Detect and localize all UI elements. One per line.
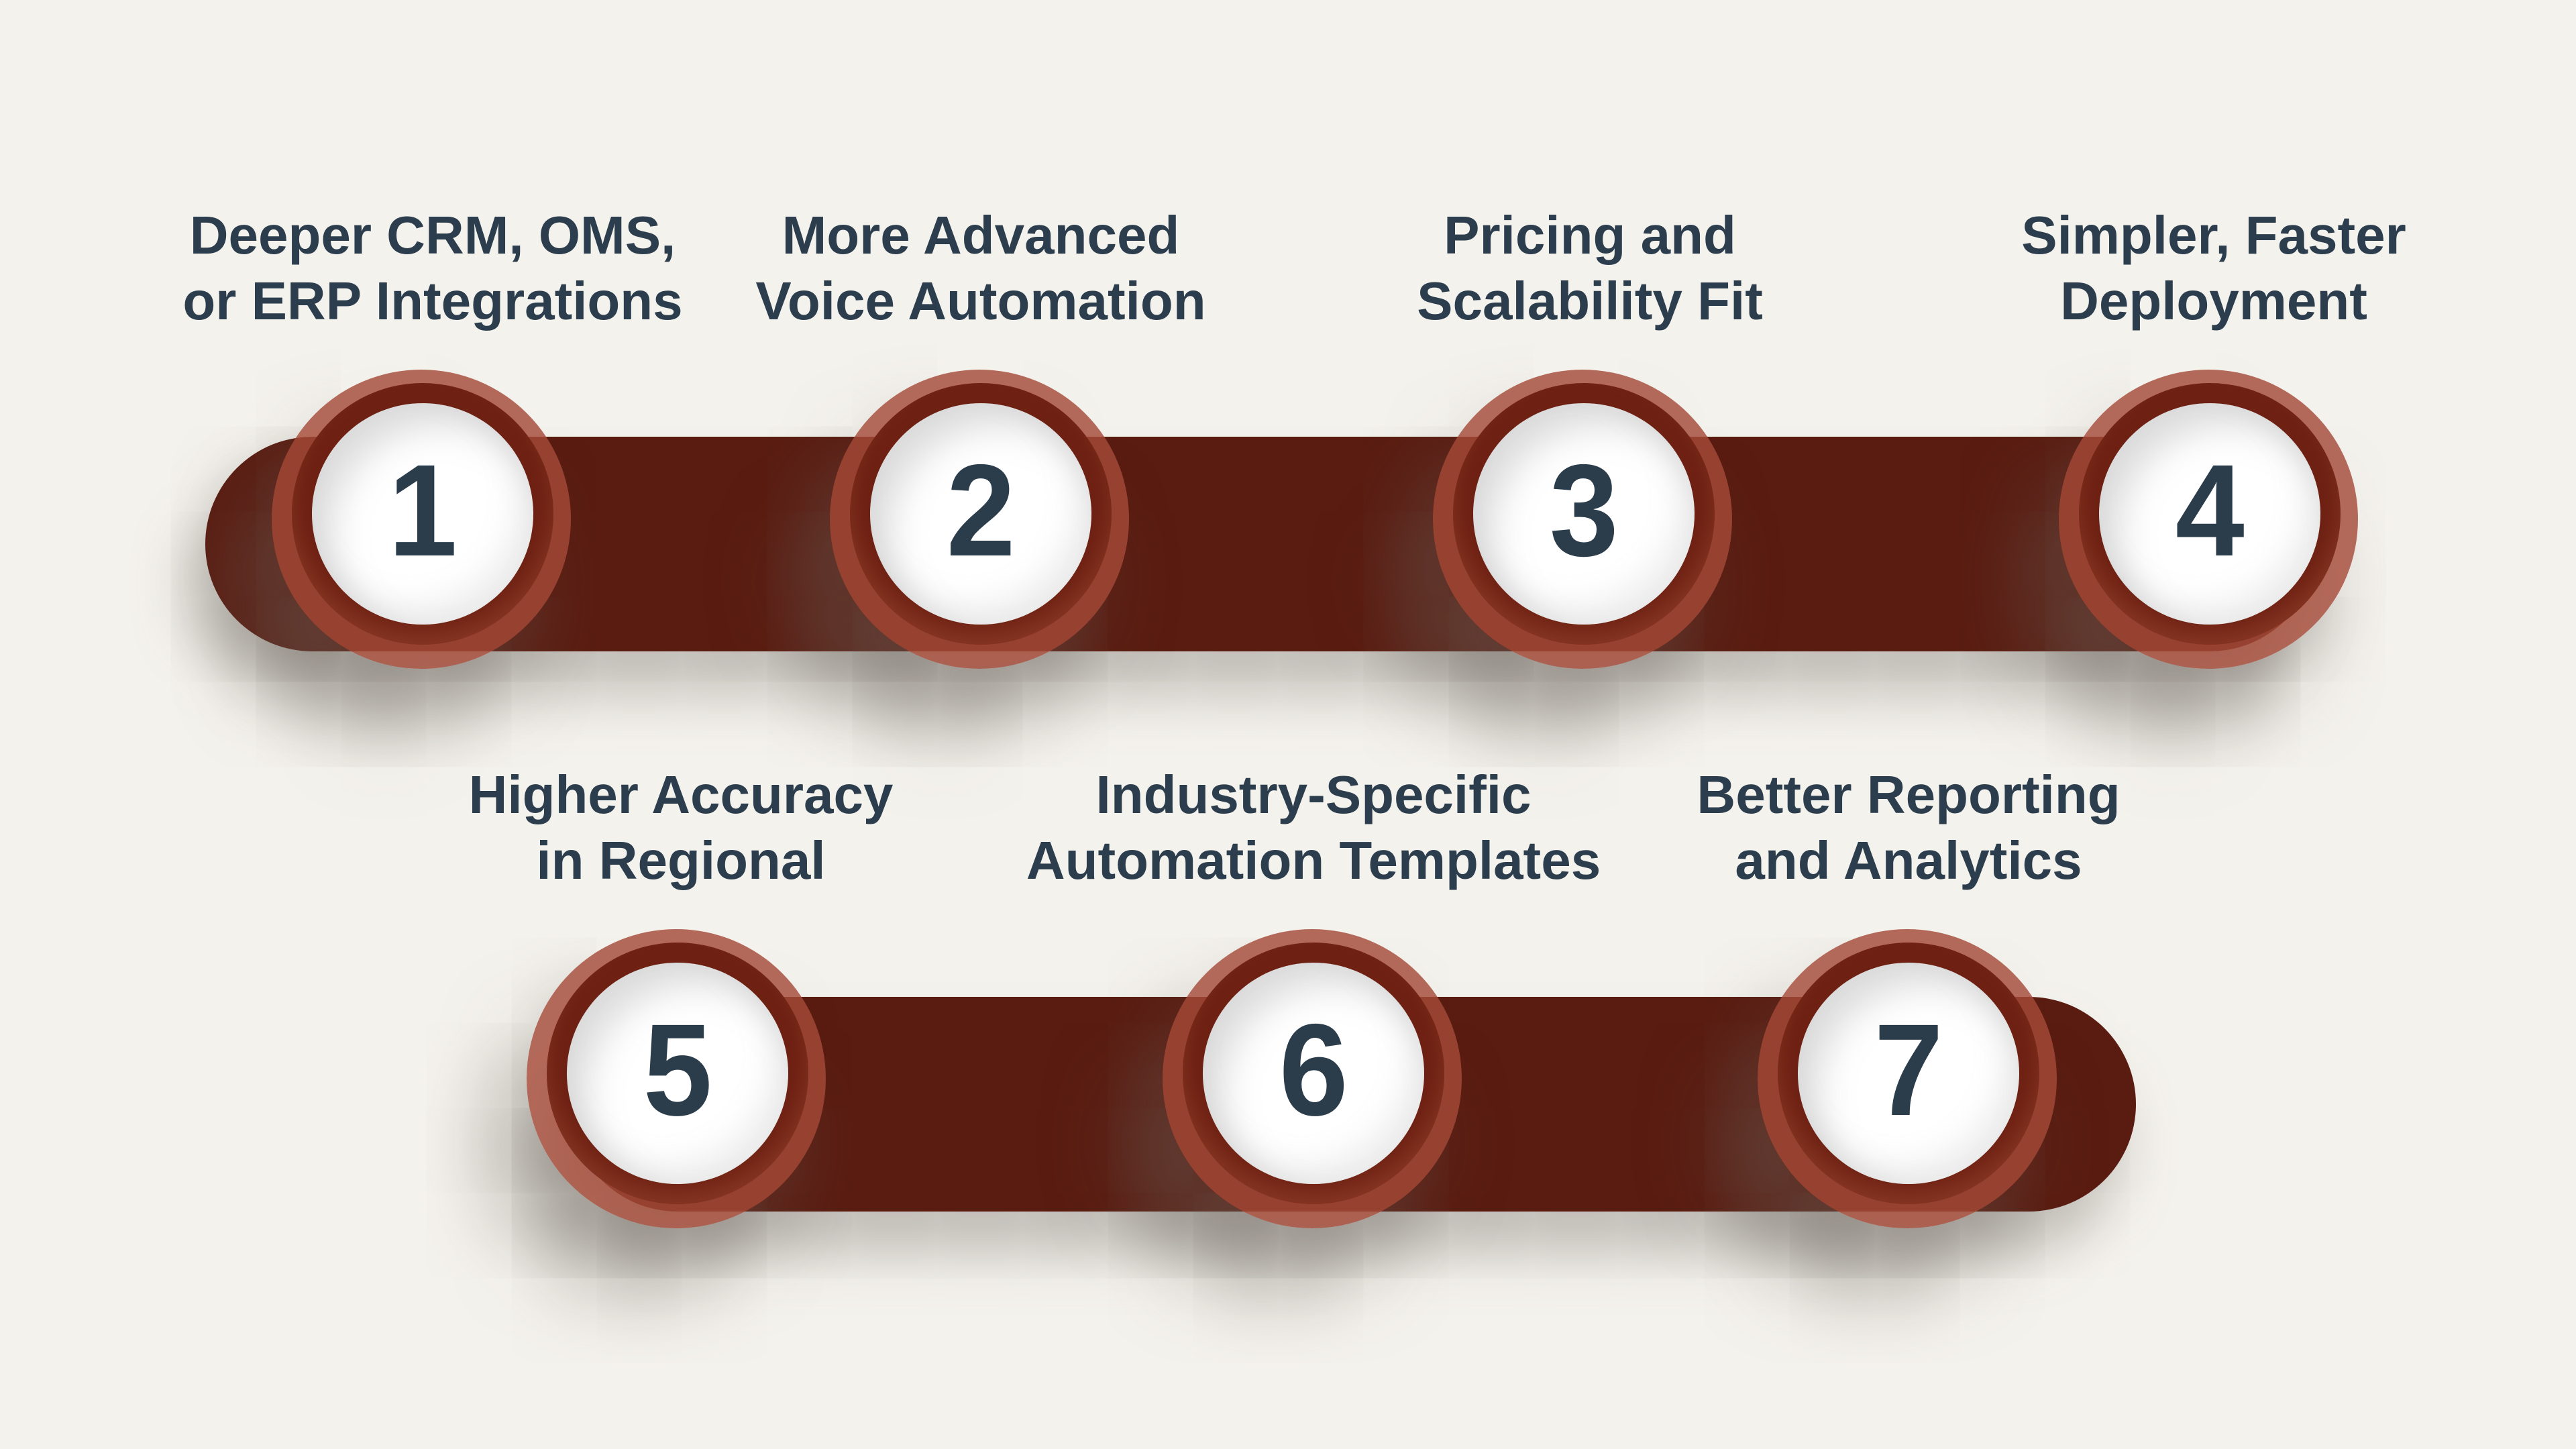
step-7-node: 7 xyxy=(1758,924,2058,1228)
step-1-label-line2: or ERP Integrations xyxy=(182,271,683,331)
step-6-number: 6 xyxy=(1279,996,1348,1143)
step-4-label-line1: Simpler, Faster xyxy=(2021,205,2406,265)
step-1-label-line1: Deeper CRM, OMS, xyxy=(189,205,676,265)
step-2-label-line2: Voice Automation xyxy=(755,271,1206,331)
step-7-label: Better Reporting and Analytics xyxy=(1697,762,2120,894)
step-3-label-line1: Pricing and xyxy=(1444,205,1736,265)
step-5-node: 5 xyxy=(527,924,827,1228)
step-3-number: 3 xyxy=(1549,437,1619,584)
step-1-circle: 1 xyxy=(312,403,533,625)
step-6-label: Industry-Specific Automation Templates xyxy=(1026,762,1601,894)
step-3-label-line2: Scalability Fit xyxy=(1417,271,1763,331)
step-6-label-line2: Automation Templates xyxy=(1026,830,1601,890)
step-4-node: 4 xyxy=(2059,364,2359,669)
step-4-label-line2: Deployment xyxy=(2060,271,2367,331)
step-2-circle: 2 xyxy=(870,403,1091,625)
step-2-label: More Advanced Voice Automation xyxy=(755,203,1205,334)
step-5-label-line2: in Regional xyxy=(536,830,826,890)
step-7-label-line2: and Analytics xyxy=(1735,830,2082,890)
step-2-number: 2 xyxy=(946,437,1016,584)
step-2-label-line1: More Advanced xyxy=(782,205,1180,265)
step-5-label: Higher Accuracy in Regional xyxy=(469,762,894,894)
step-5-circle: 5 xyxy=(567,963,788,1184)
step-3-node: 3 xyxy=(1433,364,1733,669)
step-3-circle: 3 xyxy=(1473,403,1695,625)
step-5-label-line1: Higher Accuracy xyxy=(468,765,894,824)
step-1-number: 1 xyxy=(388,437,458,584)
step-6-node: 6 xyxy=(1163,924,1463,1228)
step-4-circle: 4 xyxy=(2099,403,2320,625)
step-1-node: 1 xyxy=(272,364,572,669)
step-7-circle: 7 xyxy=(1798,963,2019,1184)
step-1-label: Deeper CRM, OMS, or ERP Integrations xyxy=(182,203,682,334)
step-4-label: Simpler, Faster Deployment xyxy=(2021,203,2406,334)
step-4-number: 4 xyxy=(2175,437,2245,584)
step-7-number: 7 xyxy=(1874,996,1943,1143)
step-6-circle: 6 xyxy=(1203,963,1424,1184)
step-7-label-line1: Better Reporting xyxy=(1697,765,2121,824)
step-2-node: 2 xyxy=(830,364,1130,669)
step-5-number: 5 xyxy=(643,996,712,1143)
step-3-label: Pricing and Scalability Fit xyxy=(1417,203,1763,334)
step-6-label-line1: Industry-Specific xyxy=(1095,765,1532,824)
